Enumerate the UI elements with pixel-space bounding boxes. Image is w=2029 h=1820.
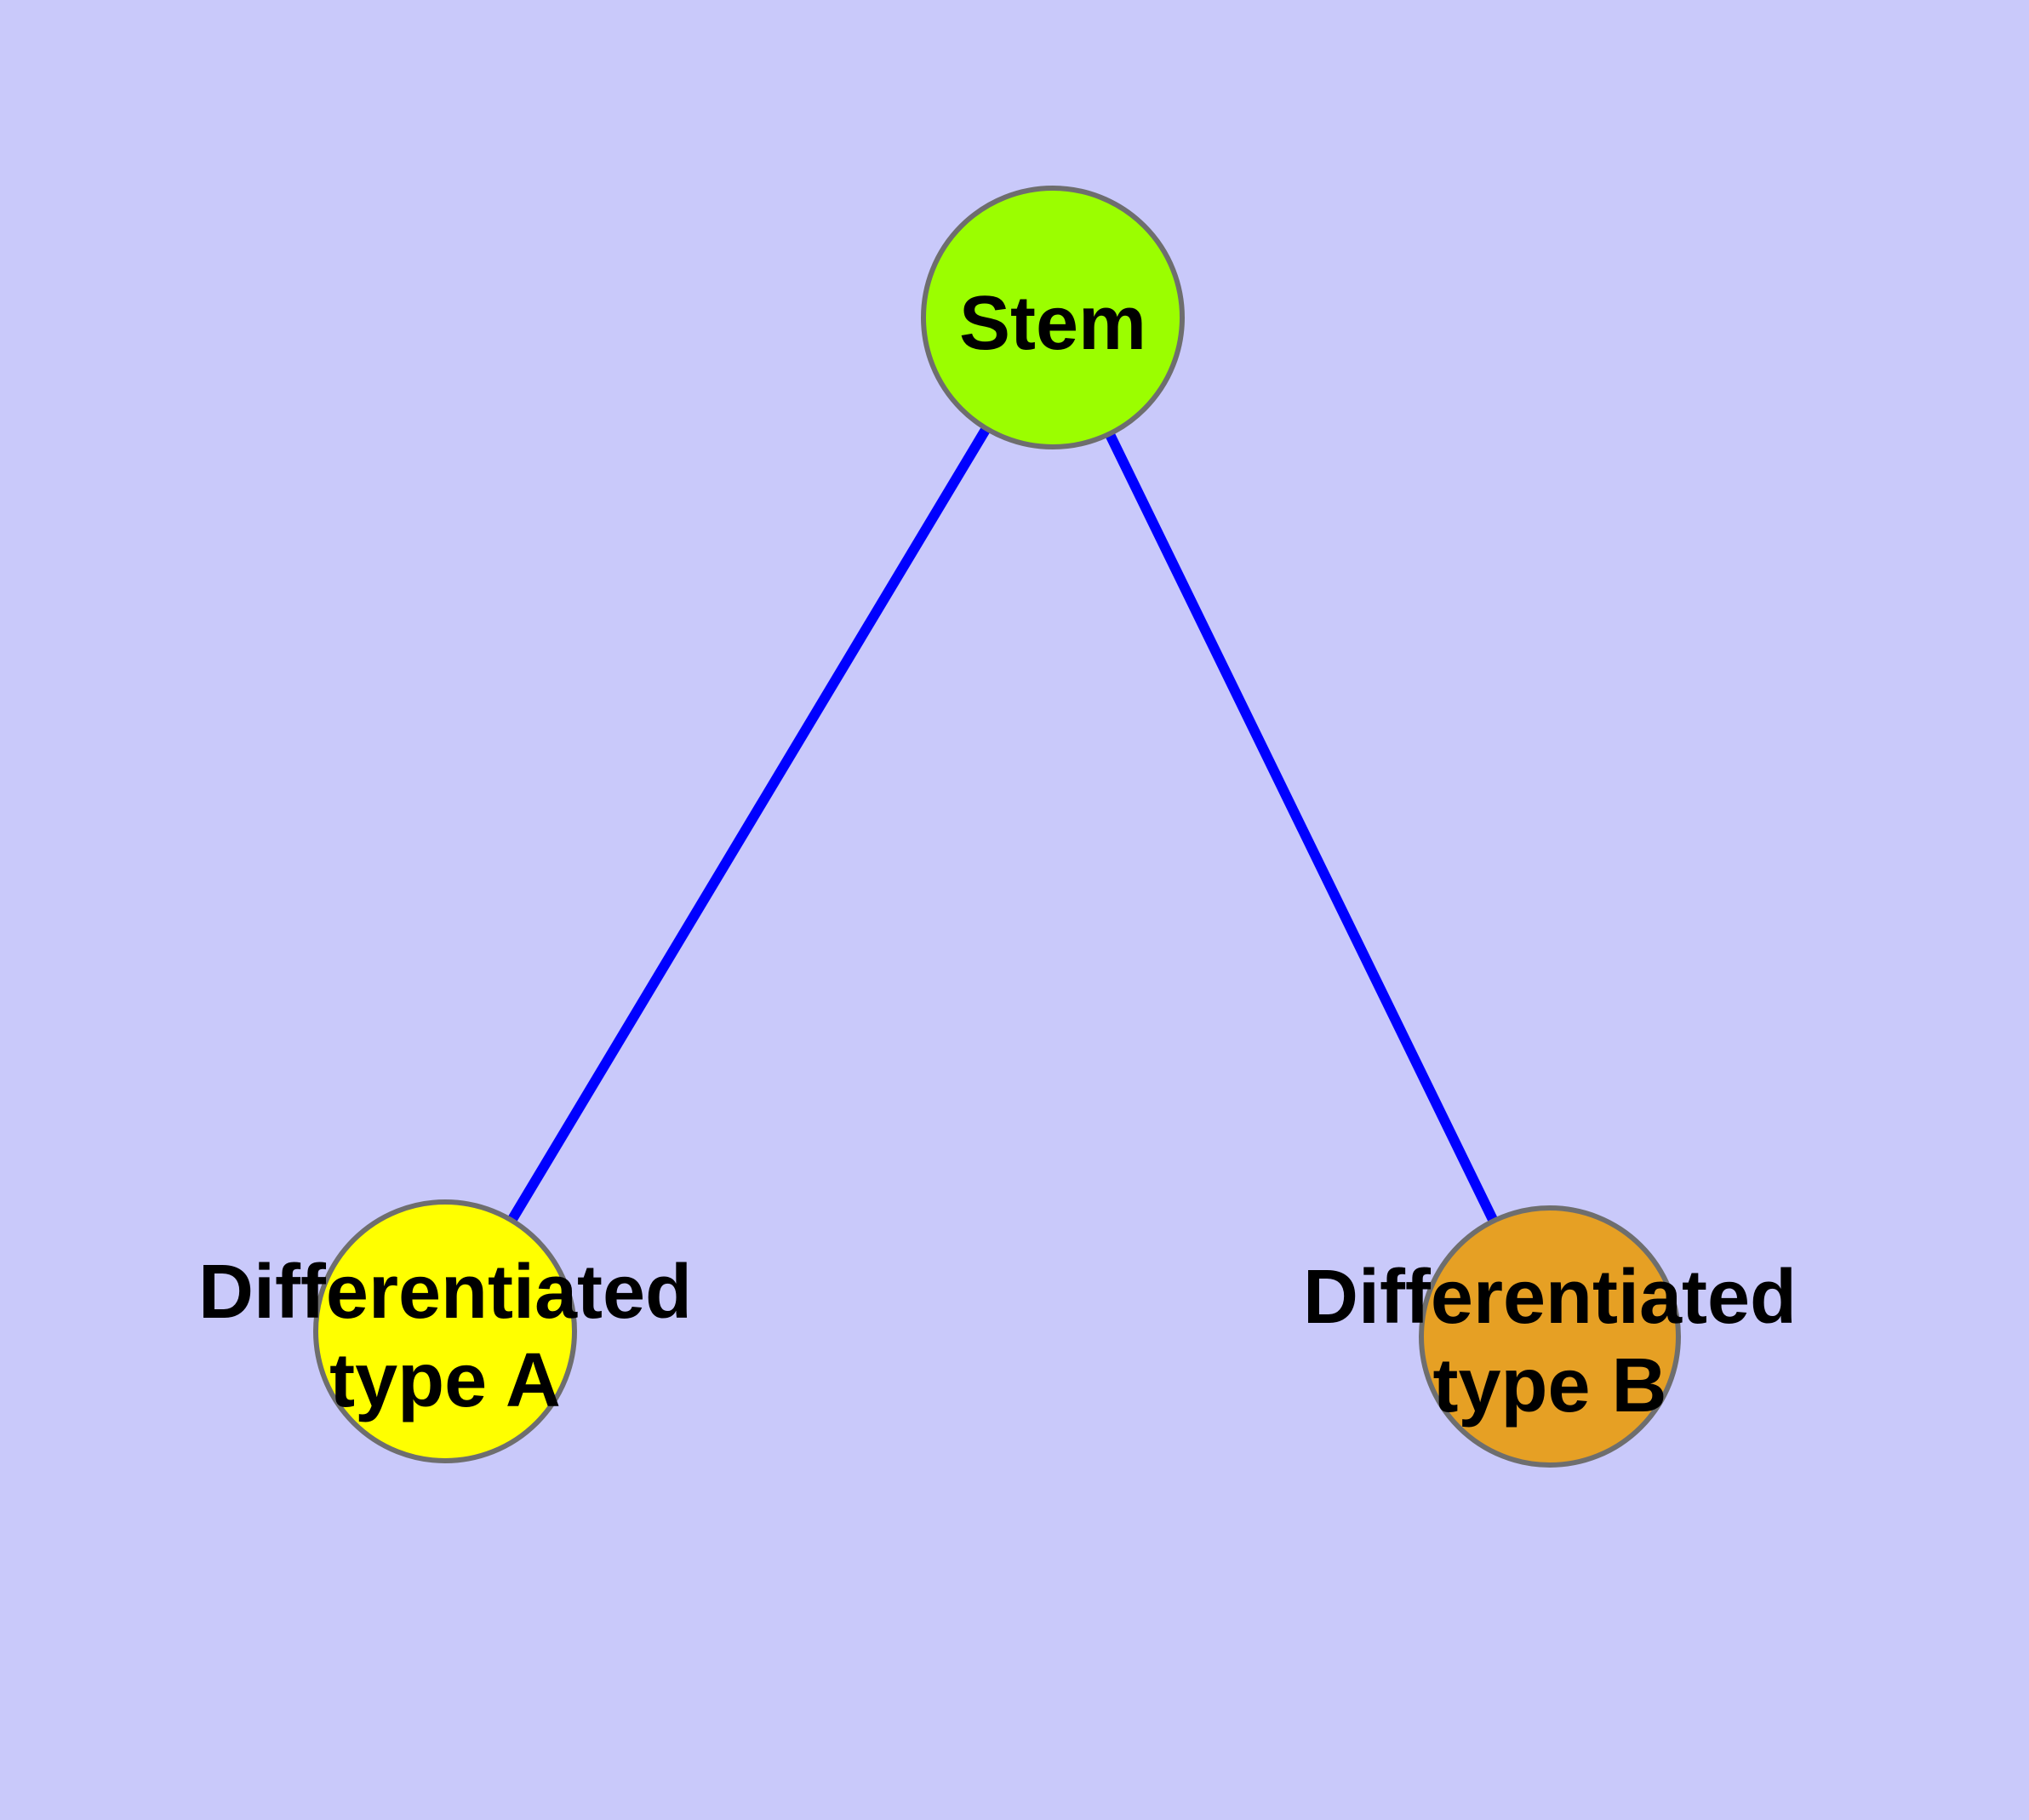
node-stem-circle [921,186,1185,449]
node-differentiated-type-a-circle [313,1199,577,1463]
node-differentiated-type-b-label-line2: type B [1432,1343,1666,1428]
edge-stem-to-differentiated-type-b [1048,315,1555,1339]
node-differentiated-type-b-circle [1419,1205,1681,1468]
node-stem-label: Stem [959,281,1146,366]
node-differentiated-type-b-label-line1: Differentiated [1303,1255,1797,1340]
edge-stem-to-differentiated-type-a [440,314,1058,1335]
node-differentiated-type-a-label-line1: Differentiated [198,1250,692,1335]
node-differentiated-type-a-label-line2: type A [329,1338,561,1423]
